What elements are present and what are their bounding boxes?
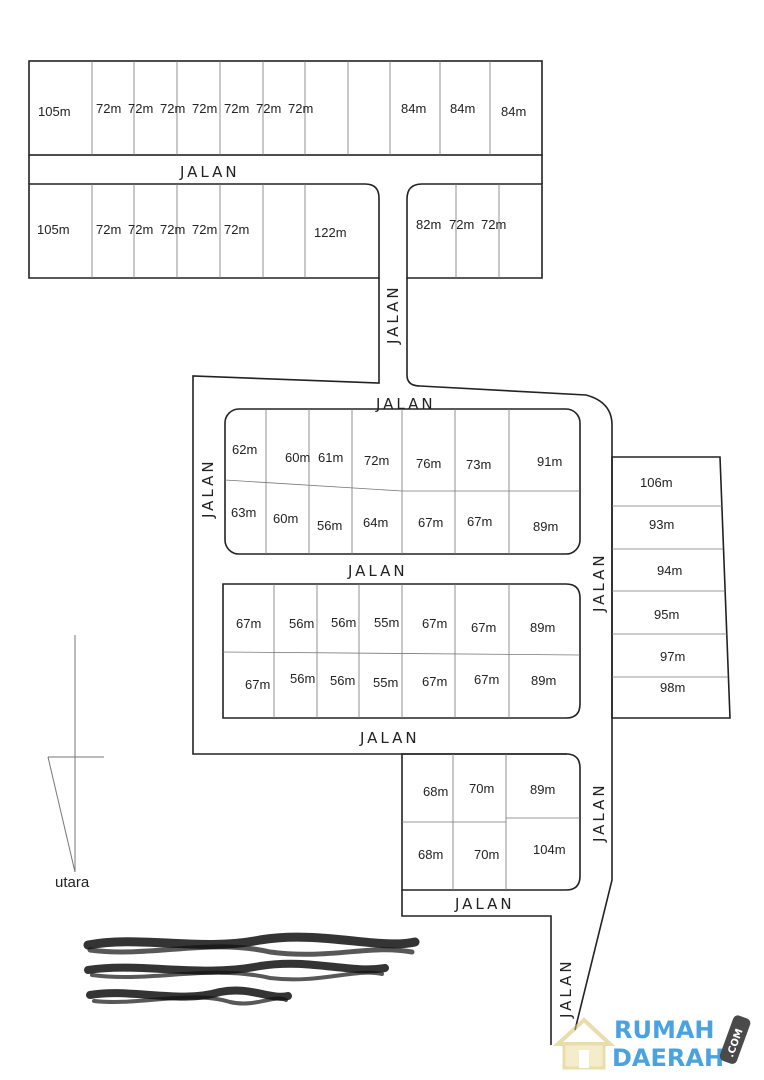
rumahdaerah-logo: RUMAH DAERAH .COM xyxy=(552,1015,751,1072)
block-mid1 xyxy=(224,408,581,555)
plot-label: 68m xyxy=(418,847,443,862)
block-mid2-dividers xyxy=(222,584,581,718)
plot-label: 104m xyxy=(533,842,566,857)
plot-label: 122m xyxy=(314,225,347,240)
plot-label: 55m xyxy=(373,675,398,690)
block-top-dividers xyxy=(91,61,491,155)
plot-label: 67m xyxy=(422,616,447,631)
plot-label: 67m xyxy=(474,672,499,687)
road-label: JALAN xyxy=(179,163,240,181)
road-label: JALAN xyxy=(590,782,608,843)
plot-label: 72m xyxy=(224,222,249,237)
road-label: JALAN xyxy=(375,395,436,413)
plot-label: 72m xyxy=(364,453,389,468)
road-label: JALAN xyxy=(590,552,608,613)
block-east xyxy=(611,456,731,719)
plot-label: 84m xyxy=(501,104,526,119)
road-label: JALAN xyxy=(384,284,402,345)
plot-label: 62m xyxy=(232,442,257,457)
plot-label: 72m xyxy=(96,101,121,116)
plot-label: 67m xyxy=(236,616,261,631)
plot-label: 56m xyxy=(330,673,355,688)
plot-label: 56m xyxy=(289,616,314,631)
road-south-left xyxy=(401,890,552,1045)
north-label: utara xyxy=(55,874,90,891)
road-label: JALAN xyxy=(359,729,420,747)
plot-label: 67m xyxy=(422,674,447,689)
plot-label: 56m xyxy=(331,615,356,630)
plot-label: 56m xyxy=(290,671,315,686)
road-outer-left xyxy=(192,278,567,755)
plot-label: 89m xyxy=(530,782,555,797)
plot-label: 61m xyxy=(318,450,343,465)
plot-label: 72m xyxy=(224,101,249,116)
plot-label: 105m xyxy=(37,222,70,237)
plot-label: 67m xyxy=(245,677,270,692)
block-south xyxy=(401,753,581,891)
plot-label: 105m xyxy=(38,104,71,119)
plot-label: 70m xyxy=(469,781,494,796)
road-outer-right xyxy=(406,278,613,1031)
road-label: JALAN xyxy=(199,458,217,519)
plot-label: 63m xyxy=(231,505,256,520)
plot-label: 84m xyxy=(450,101,475,116)
plot-label: 89m xyxy=(531,673,556,688)
block-top xyxy=(28,60,543,156)
plot-label: 76m xyxy=(416,456,441,471)
plot-label: 72m xyxy=(192,101,217,116)
plot-label: 55m xyxy=(374,615,399,630)
plot-label: 97m xyxy=(660,649,685,664)
plot-label: 98m xyxy=(660,680,685,695)
plot-label: 89m xyxy=(530,620,555,635)
block-east-dividers xyxy=(612,505,728,678)
block-south-dividers xyxy=(402,754,580,890)
block-second-right-dividers xyxy=(455,184,500,278)
plot-label: 72m xyxy=(288,101,313,116)
plot-label: 89m xyxy=(533,519,558,534)
block-second-right xyxy=(406,183,543,279)
plot-label: 93m xyxy=(649,517,674,532)
plot-label: 60m xyxy=(273,511,298,526)
block-mid1-dividers xyxy=(224,409,580,554)
plot-label: 67m xyxy=(471,620,496,635)
plot-label: 82m xyxy=(416,217,441,232)
plot-label: 72m xyxy=(256,101,281,116)
block-second-left xyxy=(28,183,380,279)
plot-label: 72m xyxy=(481,217,506,232)
plot-label: 56m xyxy=(317,518,342,533)
plot-label: 84m xyxy=(401,101,426,116)
plot-label: 72m xyxy=(192,222,217,237)
plot-label: 72m xyxy=(160,222,185,237)
plot-label: 106m xyxy=(640,475,673,490)
block-second-left-dividers xyxy=(91,184,306,278)
plot-label: 67m xyxy=(467,514,492,529)
plot-label: 70m xyxy=(474,847,499,862)
plot-label: 67m xyxy=(418,515,443,530)
plot-label: 72m xyxy=(128,222,153,237)
plot-label: 95m xyxy=(654,607,679,622)
plot-label: 72m xyxy=(160,101,185,116)
plot-label: 60m xyxy=(285,450,310,465)
road-label: JALAN xyxy=(557,958,575,1019)
north-arrow xyxy=(47,635,104,873)
plot-label: 68m xyxy=(423,784,448,799)
plot-label: 91m xyxy=(537,454,562,469)
redacted-scribble xyxy=(83,932,420,1006)
house-logo-icon xyxy=(552,1017,616,1070)
plot-label: 64m xyxy=(363,515,388,530)
road-label: JALAN xyxy=(454,895,515,913)
logo-text-daerah: DAERAH xyxy=(612,1044,724,1072)
block-mid2 xyxy=(222,583,581,719)
plot-label: 94m xyxy=(657,563,682,578)
road-label: JALAN xyxy=(347,562,408,580)
plot-label: 72m xyxy=(96,222,121,237)
plot-label: 72m xyxy=(128,101,153,116)
plot-label: 73m xyxy=(466,457,491,472)
plot-label: 72m xyxy=(449,217,474,232)
logo-text-rumah: RUMAH xyxy=(614,1016,715,1044)
